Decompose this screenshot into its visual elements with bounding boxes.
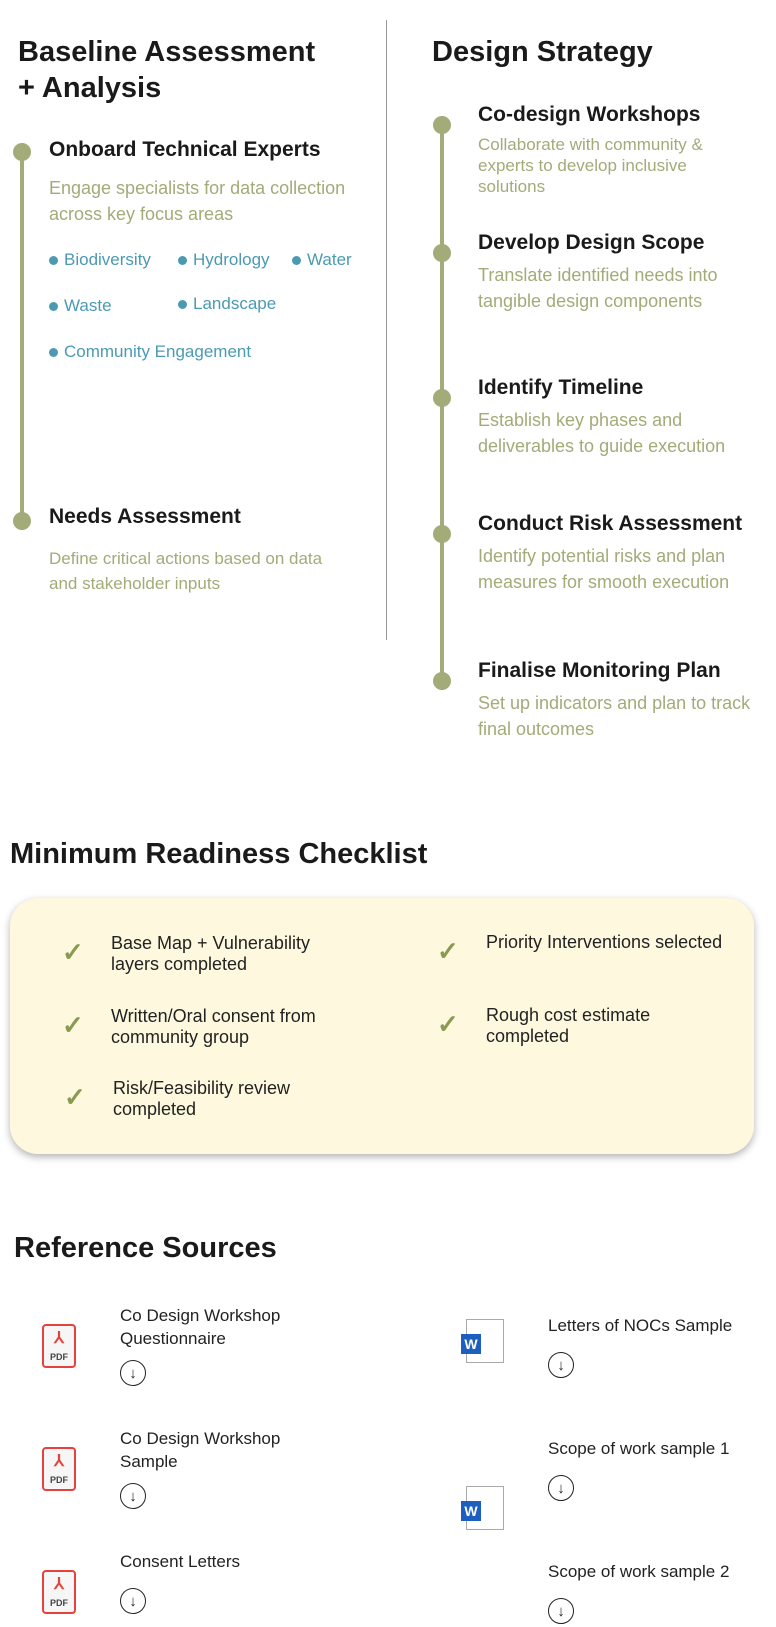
file-name[interactable]: Co Design Workshop Questionnaire (120, 1306, 281, 1348)
download-button[interactable]: ↓ (548, 1598, 574, 1624)
design-title: Design Strategy (432, 36, 653, 68)
checklist-item: Priority Interventions selected (486, 932, 723, 952)
word-file-icon: W (461, 1486, 504, 1530)
checklist-item: Rough cost estimate completed (486, 1005, 651, 1046)
focus-tag: Community Engagement (49, 342, 251, 362)
timeline-dot (433, 389, 451, 407)
step-desc: Set up indicators and plan to track fina… (478, 693, 751, 739)
bullet-icon (49, 347, 58, 357)
step-title: Needs Assessment (49, 505, 241, 528)
check-icon: ✓ (64, 1082, 86, 1112)
timeline-dot (433, 672, 451, 690)
step-title: Conduct Risk Assessment (478, 512, 743, 535)
bullet-icon (292, 255, 301, 265)
pdf-file-icon: ⅄PDF (42, 1447, 76, 1491)
focus-tag: Water (292, 250, 352, 270)
step-desc: Engage specialists for data collection a… (49, 178, 346, 224)
bullet-icon (49, 255, 58, 265)
step-title: Develop Design Scope (478, 231, 705, 254)
check-icon: ✓ (62, 1010, 84, 1040)
download-button[interactable]: ↓ (548, 1352, 574, 1378)
download-icon: ↓ (557, 1356, 565, 1374)
checklist-item: Base Map + Vulnerability layers complete… (111, 933, 310, 974)
download-icon: ↓ (557, 1602, 565, 1620)
step-desc: Identify potential risks and plan measur… (478, 546, 730, 592)
bullet-icon (178, 299, 187, 309)
step-title: Onboard Technical Experts (49, 138, 321, 161)
focus-tag: Hydrology (178, 250, 270, 270)
pdf-file-icon: ⅄PDF (42, 1324, 76, 1368)
focus-tag: Biodiversity (49, 250, 151, 270)
file-name[interactable]: Consent Letters (120, 1552, 241, 1571)
checklist-item: Risk/Feasibility review completed (113, 1078, 291, 1119)
download-icon: ↓ (129, 1592, 137, 1610)
focus-tag: Landscape (178, 294, 276, 314)
step-desc: Collaborate with community & experts to … (478, 135, 703, 196)
download-button[interactable]: ↓ (120, 1588, 146, 1614)
bullet-icon (49, 301, 58, 311)
checklist-card (10, 898, 754, 1154)
references-title: Reference Sources (14, 1232, 277, 1264)
timeline-dot (433, 244, 451, 262)
word-file-icon: W (461, 1319, 504, 1363)
step-desc: Translate identified needs into tangible… (478, 265, 718, 311)
download-button[interactable]: ↓ (120, 1360, 146, 1386)
download-icon: ↓ (129, 1487, 137, 1505)
checklist-item: Written/Oral consent from community grou… (111, 1006, 316, 1047)
download-icon: ↓ (557, 1479, 565, 1497)
step-title: Co-design Workshops (478, 103, 701, 126)
file-name[interactable]: Co Design Workshop Sample (120, 1429, 281, 1471)
pdf-file-icon: ⅄PDF (42, 1570, 76, 1614)
step-desc: Establish key phases and deliverables to… (478, 410, 726, 456)
timeline-dot (433, 116, 451, 134)
baseline-timeline-line (20, 152, 24, 522)
step-desc: Define critical actions based on data an… (49, 549, 323, 593)
timeline-dot (433, 525, 451, 543)
step-title: Finalise Monitoring Plan (478, 659, 721, 682)
focus-tag: Waste (49, 296, 112, 316)
download-icon: ↓ (129, 1364, 137, 1382)
download-button[interactable]: ↓ (120, 1483, 146, 1509)
file-name[interactable]: Scope of work sample 1 (548, 1439, 730, 1458)
file-name[interactable]: Scope of work sample 2 (548, 1562, 730, 1581)
bullet-icon (178, 255, 187, 265)
timeline-dot (13, 143, 31, 161)
file-name[interactable]: Letters of NOCs Sample (548, 1316, 733, 1335)
check-icon: ✓ (437, 936, 459, 966)
timeline-dot (13, 512, 31, 530)
checklist-title: Minimum Readiness Checklist (10, 838, 428, 870)
baseline-title: Baseline Assessment+ Analysis (18, 36, 316, 104)
check-icon: ✓ (437, 1009, 459, 1039)
column-divider (386, 20, 387, 640)
check-icon: ✓ (62, 937, 84, 967)
step-title: Identify Timeline (478, 376, 644, 399)
download-button[interactable]: ↓ (548, 1475, 574, 1501)
